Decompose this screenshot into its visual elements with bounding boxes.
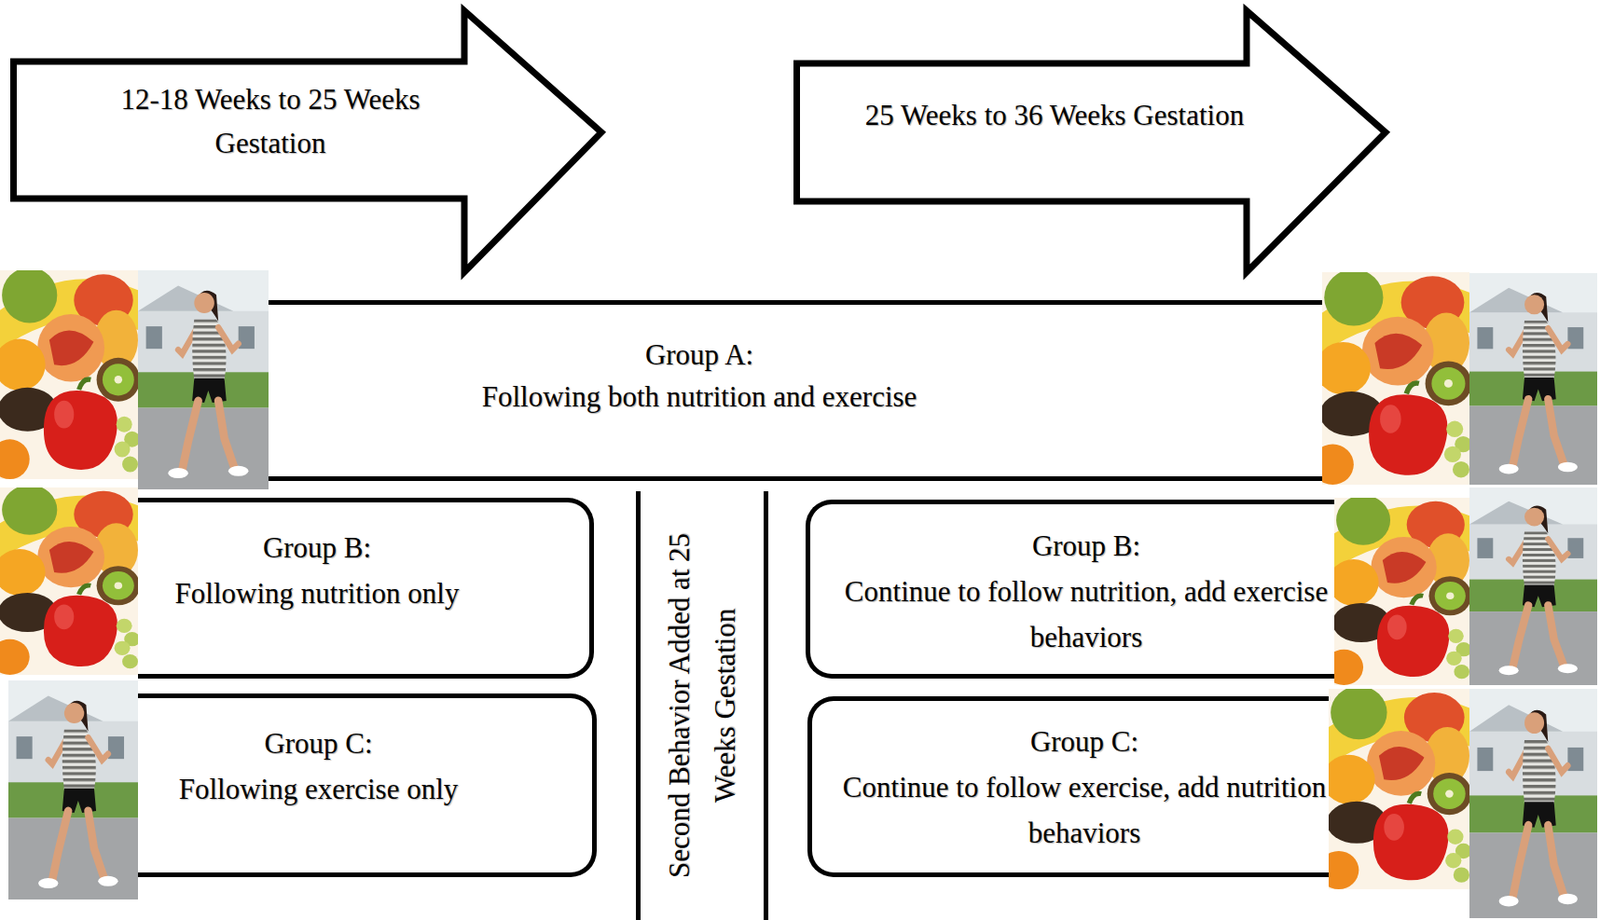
timeline-arrow: 12-18 Weeks to 25 Weeks Gestation [10,7,607,278]
walking-photo [1469,689,1598,919]
node-content: Group C:Continue to follow exercise, add… [812,701,1329,873]
walking-photo [1469,487,1598,686]
group-band: Group A:Following both nutrition and exe… [268,300,1323,482]
node-content: Group C:Following exercise only [137,698,593,873]
node-content: Group B:Continue to follow nutrition, ad… [810,504,1335,675]
fruit-photo [1318,686,1472,890]
group-heading: Group A: [645,333,754,376]
group-box: Group C:Continue to follow exercise, add… [807,696,1329,878]
group-box: Group B:Following nutrition only [137,497,594,679]
timeline-arrow: 25 Weeks to 36 Weeks Gestation [793,7,1391,278]
fruit-photo [0,267,140,480]
node-text: 25 Weeks to 36 Weeks Gestation [865,93,1244,138]
fruit-photo [1324,495,1472,686]
node-text: Following nutrition only [175,570,460,617]
group-box: Group C:Following exercise only [137,693,597,878]
group-heading: Group B: [262,524,372,571]
node-text: 12-18 Weeks to 25 Weeks Gestation [74,77,467,166]
walking-photo [1469,273,1598,485]
arrow-shape [13,11,603,274]
node-text: Second Behavior Added at 25 Weeks Gestat… [656,519,748,893]
node-content: Second Behavior Added at 25 Weeks Gestat… [650,519,754,893]
transition-band: Second Behavior Added at 25 Weeks Gestat… [635,491,769,920]
node-text: Following both nutrition and exercise [482,375,918,418]
arrow-outline [793,7,1391,278]
group-heading: Group C: [263,720,373,767]
node-content: Group B:Following nutrition only [137,502,590,675]
walking-photo [8,680,138,900]
node-text: Following exercise only [179,766,459,813]
group-heading: Group C: [1030,718,1139,765]
walking-photo [137,270,269,490]
fruit-photo [1311,269,1473,485]
group-heading: Group B: [1032,523,1141,569]
arrow-shape [797,11,1387,274]
group-box: Group B:Continue to follow nutrition, ad… [805,499,1335,679]
node-content: 25 Weeks to 36 Weeks Gestation [802,63,1307,202]
node-content: 12-18 Weeks to 25 Weeks Gestation [74,61,467,199]
node-text: Continue to follow exercise, add nutriti… [840,764,1329,856]
node-text: Continue to follow nutrition, add exerci… [838,568,1335,661]
node-content: Group A:Following both nutrition and exe… [268,304,1323,477]
fruit-photo [0,484,140,676]
